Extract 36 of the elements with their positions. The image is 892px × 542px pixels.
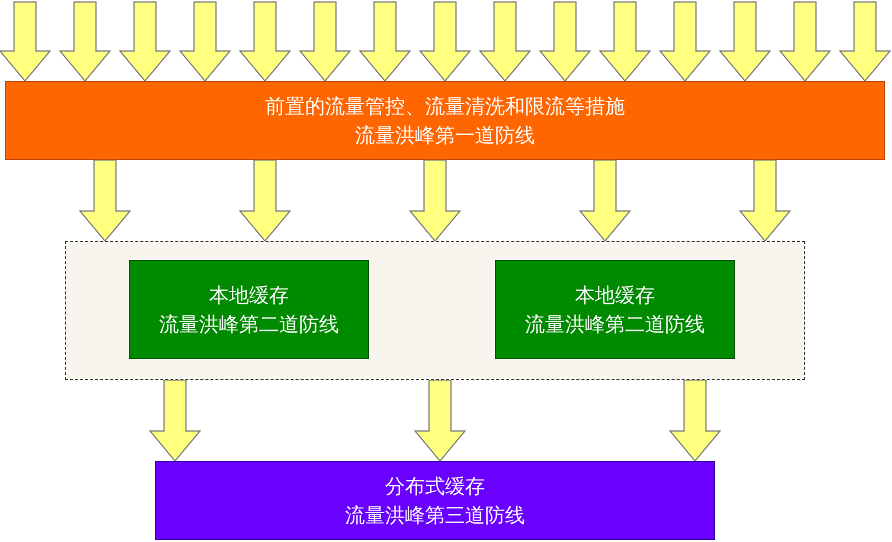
block-arrow [478,1,532,82]
box-text: 分布式缓存 [385,472,485,500]
box-text: 流量洪峰第二道防线 [525,310,705,338]
box-text: 本地缓存 [209,282,289,308]
process-box [5,81,885,160]
block-arrow [598,1,652,82]
block-arrow [238,1,292,82]
block-arrow [578,159,632,242]
block-arrow [78,159,132,242]
block-arrow [58,1,112,82]
process-box [155,461,715,540]
block-arrow [838,1,892,82]
block-arrow [0,1,52,82]
block-arrow [418,1,472,82]
block-arrow [538,1,592,82]
block-arrow [178,1,232,82]
block-arrow [414,379,466,462]
block-arrow [298,1,352,82]
block-arrow [148,379,202,462]
block-arrow [738,159,792,242]
block-arrow [668,379,722,462]
block-arrow [118,1,172,82]
block-arrow [778,1,832,82]
block-arrow [238,159,292,242]
box-text: 本地缓存 [575,282,655,308]
block-arrow [408,159,462,242]
process-box [129,260,369,359]
block-arrow [718,1,772,82]
block-arrow [658,1,712,82]
group-container [65,241,805,380]
process-box [495,260,735,359]
block-arrow [358,1,412,82]
box-text: 流量洪峰第二道防线 [159,310,339,338]
box-text: 前置的流量管控、流量清洗和限流等措施 [265,92,625,120]
box-text: 流量洪峰第一道防线 [355,122,535,148]
box-text: 流量洪峰第三道防线 [345,502,525,528]
